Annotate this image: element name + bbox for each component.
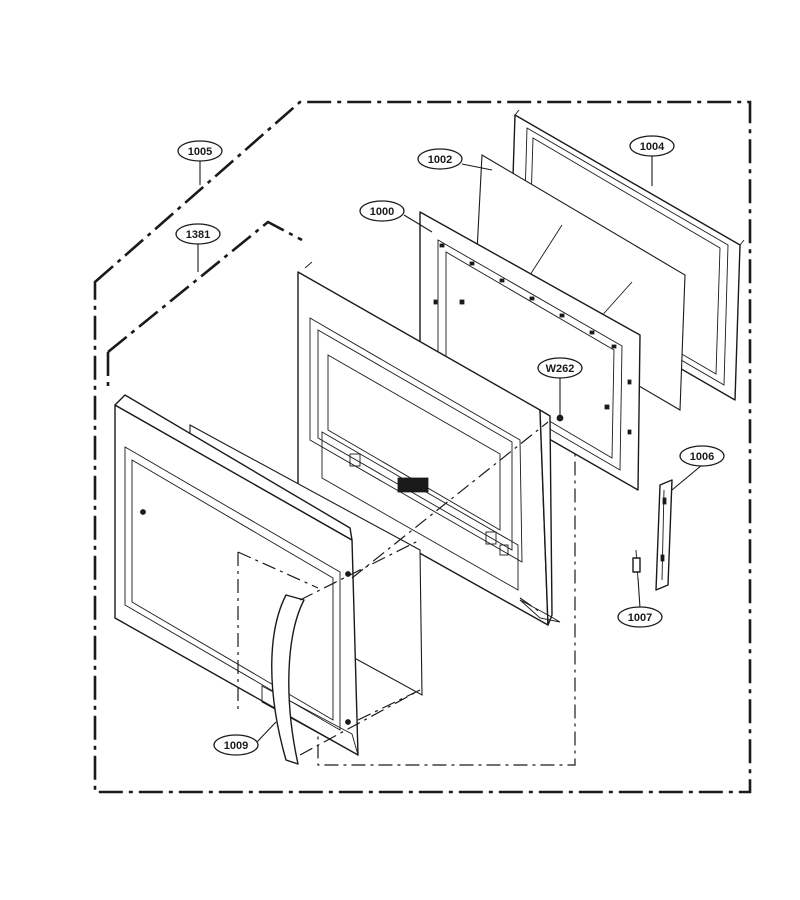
leader-1000 bbox=[403, 214, 433, 233]
hinge-bracket-1006 bbox=[655, 479, 673, 591]
callout-label: 1000 bbox=[370, 206, 394, 218]
inner-door-frame-1000 bbox=[419, 211, 641, 491]
assembly-line-e bbox=[351, 421, 549, 579]
callout-label: 1381 bbox=[186, 229, 210, 241]
callout-1005: 1005 bbox=[177, 140, 223, 162]
assembly-boundary-1005 bbox=[93, 100, 752, 794]
door-handle-1009 bbox=[271, 594, 305, 765]
callout-W262: W262 bbox=[537, 357, 583, 379]
assembly-line-d bbox=[299, 689, 421, 756]
callout-1000: 1000 bbox=[359, 200, 405, 222]
leader-1009 bbox=[255, 721, 277, 744]
assembly-line-c bbox=[299, 539, 421, 601]
assembly-boundary-1381 bbox=[107, 220, 303, 354]
spring-1007 bbox=[632, 549, 641, 581]
assembly-line-b bbox=[237, 551, 319, 589]
callout-label: 1005 bbox=[188, 146, 212, 158]
callout-1006: 1006 bbox=[679, 445, 725, 467]
leader-1007 bbox=[637, 577, 641, 609]
leader-1006 bbox=[671, 464, 703, 491]
callout-1007: 1007 bbox=[617, 606, 663, 628]
callout-label: 1006 bbox=[690, 451, 714, 463]
assembly-line-f bbox=[519, 597, 541, 613]
callout-1002: 1002 bbox=[417, 148, 463, 170]
assembly-line-g bbox=[357, 689, 421, 721]
leader-1002 bbox=[461, 163, 493, 171]
callout-1004: 1004 bbox=[629, 135, 675, 157]
callout-1381: 1381 bbox=[175, 223, 221, 245]
screw-w262 bbox=[556, 414, 564, 422]
callout-1009: 1009 bbox=[213, 734, 259, 756]
callout-label: 1002 bbox=[428, 154, 452, 166]
callout-label: 1004 bbox=[640, 141, 665, 153]
front-door-frame-1381 bbox=[297, 261, 561, 626]
callout-label: 1007 bbox=[628, 612, 652, 624]
callout-label: W262 bbox=[546, 363, 575, 375]
outer-door-panel bbox=[114, 394, 359, 756]
callout-label: 1009 bbox=[224, 740, 248, 752]
